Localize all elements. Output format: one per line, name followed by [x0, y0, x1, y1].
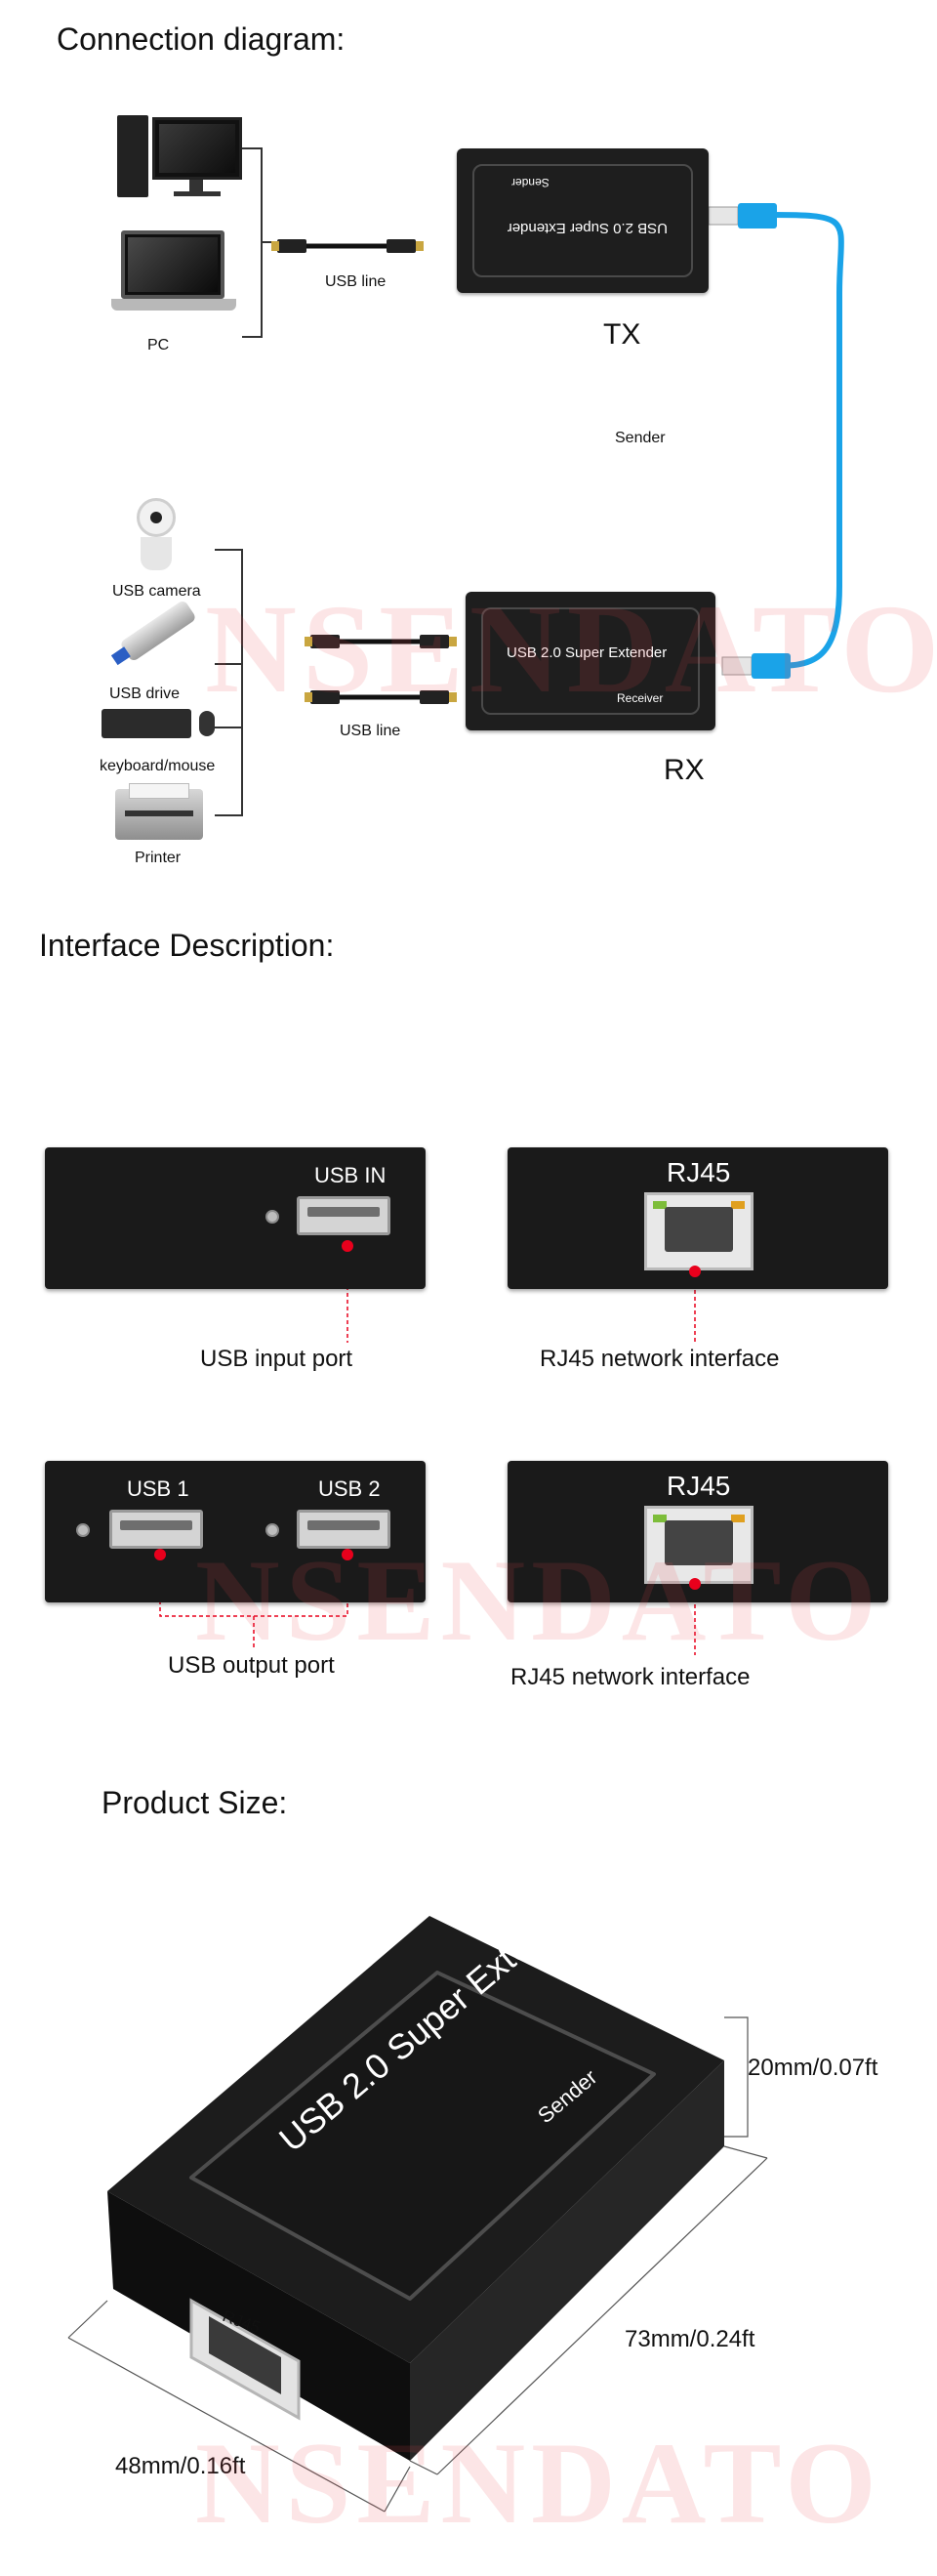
screw-right — [265, 1523, 279, 1537]
usb-in-port-label: USB IN — [314, 1163, 387, 1187]
connection-heading: Connection diagram: — [57, 21, 346, 57]
watermark-top: NSENDATO — [205, 579, 937, 720]
usb-cable-bottom-1 — [305, 635, 457, 648]
usb-out-desc: USB output port — [168, 1652, 335, 1679]
led-indicator — [265, 1210, 279, 1224]
size-heading: Product Size: — [102, 1785, 288, 1820]
device-label-keyboard: keyboard/mouse — [100, 758, 216, 774]
panel-usb-out: USB 1 USB 2 — [45, 1461, 426, 1602]
tx-label: TX — [603, 318, 641, 351]
monitor-icon — [152, 117, 242, 180]
keyboard-icon — [102, 709, 191, 738]
pc-tower-icon — [117, 115, 148, 197]
rj45-plug-bottom — [721, 653, 791, 679]
rj45-bottom-desc: RJ45 network interface — [510, 1664, 751, 1690]
connection-lines — [215, 147, 844, 816]
usb-camera-icon — [137, 498, 176, 537]
receiver-box-sub: Receiver — [617, 691, 664, 705]
usb-cable-bottom-2 — [305, 690, 457, 704]
receiver-box-title: USB 2.0 Super Extender — [507, 644, 668, 661]
device-label-drive: USB drive — [109, 686, 181, 702]
rj45-top-port-label: RJ45 — [667, 1157, 731, 1187]
cable-label: Sender — [615, 430, 666, 446]
watermark-middle: NSENDATO — [195, 1535, 882, 1665]
usb-cable-top — [271, 239, 424, 253]
rj45-top-port — [644, 1192, 754, 1270]
usb2-port-label: USB 2 — [318, 1476, 381, 1501]
dimension-length: 73mm/0.24ft — [625, 2326, 755, 2352]
usb2-port — [297, 1510, 390, 1549]
rj45-bottom-port-label: RJ45 — [667, 1471, 731, 1501]
watermark-bottom: NSENDATO — [195, 2418, 882, 2548]
screw-left — [76, 1523, 90, 1537]
rx-label: RX — [664, 754, 705, 786]
device-label-camera: USB camera — [112, 583, 201, 600]
panel-rj45-top: RJ45 — [508, 1147, 888, 1289]
dimension-height: 20mm/0.07ft — [748, 2055, 878, 2081]
rj45-plug-top — [708, 203, 777, 229]
rj45-top-desc: RJ45 network interface — [540, 1346, 780, 1372]
printer-icon — [115, 783, 203, 840]
mouse-icon — [199, 711, 215, 736]
pc-label: PC — [147, 337, 170, 353]
interface-heading: Interface Description: — [39, 928, 335, 963]
laptop-icon — [121, 230, 224, 299]
dimension-width: 48mm/0.16ft — [115, 2453, 246, 2479]
panel-usb-in: USB IN — [45, 1147, 426, 1289]
usb1-port — [109, 1510, 203, 1549]
usb-line-label-bottom: USB line — [340, 723, 401, 739]
usb1-port-label: USB 1 — [127, 1476, 189, 1501]
device-label-printer: Printer — [135, 850, 182, 866]
rj45-bottom-port — [644, 1506, 754, 1584]
receiver-box: USB 2.0 Super Extender Receiver — [466, 592, 715, 730]
usb-in-desc: USB input port — [200, 1346, 353, 1372]
usb-in-port — [297, 1196, 390, 1235]
sender-box: USB 2.0 Super Extender Sender — [457, 148, 709, 293]
usb-line-label-top: USB line — [325, 273, 387, 290]
